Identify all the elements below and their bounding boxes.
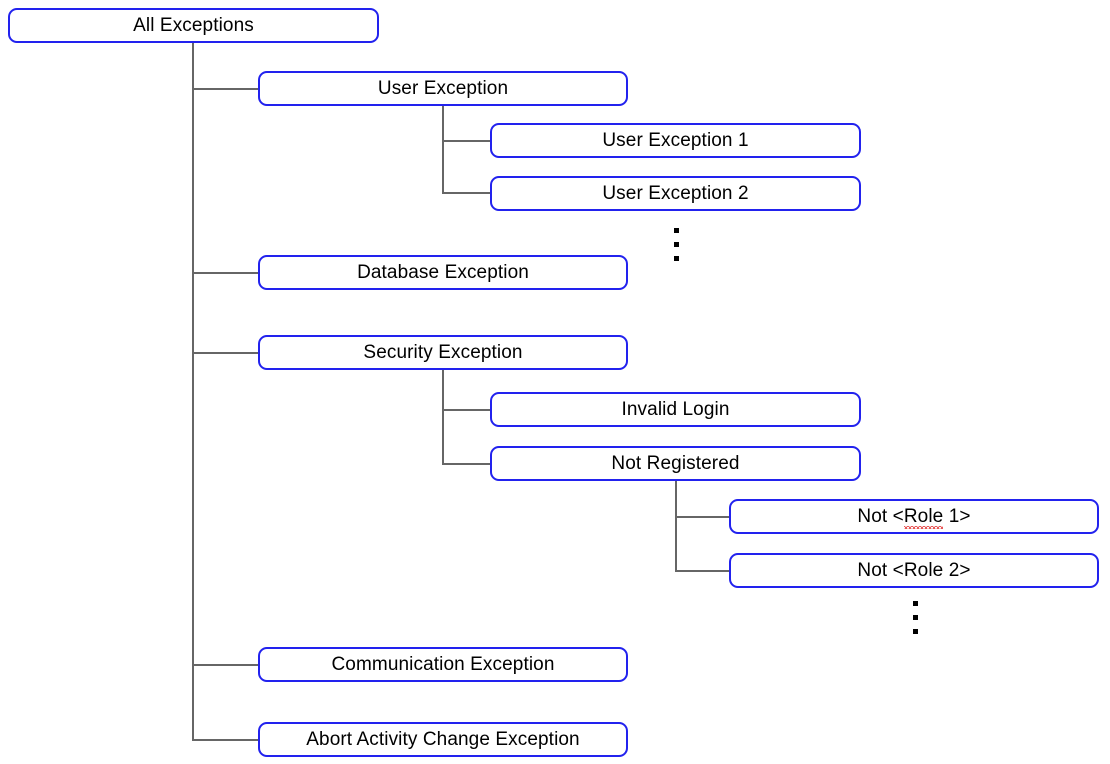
connector-user-exception-to-user-exception-1 [442,140,492,142]
node-not-registered-label: Not Registered [611,452,740,474]
connector-user-exception-to-user-exception-2 [442,192,492,194]
node-communication-exception-label: Communication Exception [331,653,555,675]
node-user-exception-2[interactable]: User Exception 2 [490,176,861,211]
connector-security-exception-trunk [442,369,444,464]
node-database-exception-label: Database Exception [357,261,529,283]
node-all-exceptions-label: All Exceptions [133,14,254,36]
node-not-role-1-role: Role [903,505,944,529]
node-not-registered[interactable]: Not Registered [490,446,861,481]
connector-root-to-database-exception [192,272,260,274]
ellipsis-dot [673,242,679,247]
connector-root-to-security-exception [192,352,260,354]
connector-user-exception-trunk [442,105,444,193]
node-communication-exception[interactable]: Communication Exception [258,647,628,682]
ellipsis-dot [912,629,918,634]
node-not-role-1-prefix: Not < [857,505,904,527]
ellipsis-dot [673,228,679,233]
connector-not-registered-trunk [675,480,677,571]
connector-not-registered-to-not-role-1 [675,516,731,518]
ellipsis-dot [912,601,918,606]
connector-security-exception-to-not-registered [442,463,492,465]
connector-root-to-abort-activity-change-exception [192,739,260,741]
node-user-exception-label: User Exception [377,77,509,99]
node-not-role-1[interactable]: Not <Role 1> [729,499,1099,534]
node-not-role-1-label: Not <Role 1> [857,505,971,529]
node-invalid-login[interactable]: Invalid Login [490,392,861,427]
node-not-role-2-label: Not <Role 2> [857,559,971,581]
connector-security-exception-to-invalid-login [442,409,492,411]
node-not-role-1-suffix: 1> [943,505,971,527]
node-invalid-login-label: Invalid Login [621,398,730,420]
user-exception-ellipsis [673,228,679,261]
not-role-ellipsis [912,601,918,634]
node-database-exception[interactable]: Database Exception [258,255,628,290]
connector-root-to-user-exception [192,88,260,90]
node-security-exception-label: Security Exception [363,341,523,363]
node-abort-activity-change-exception[interactable]: Abort Activity Change Exception [258,722,628,757]
node-all-exceptions[interactable]: All Exceptions [8,8,379,43]
node-user-exception-1-label: User Exception 1 [602,129,749,151]
connector-root-trunk [192,42,194,740]
connector-root-to-communication-exception [192,664,260,666]
node-abort-activity-change-exception-label: Abort Activity Change Exception [306,728,580,750]
ellipsis-dot [912,615,918,620]
node-not-role-2[interactable]: Not <Role 2> [729,553,1099,588]
connector-not-registered-to-not-role-2 [675,570,731,572]
ellipsis-dot [673,256,679,261]
node-user-exception-1[interactable]: User Exception 1 [490,123,861,158]
node-user-exception-2-label: User Exception 2 [602,182,749,204]
node-security-exception[interactable]: Security Exception [258,335,628,370]
node-user-exception[interactable]: User Exception [258,71,628,106]
